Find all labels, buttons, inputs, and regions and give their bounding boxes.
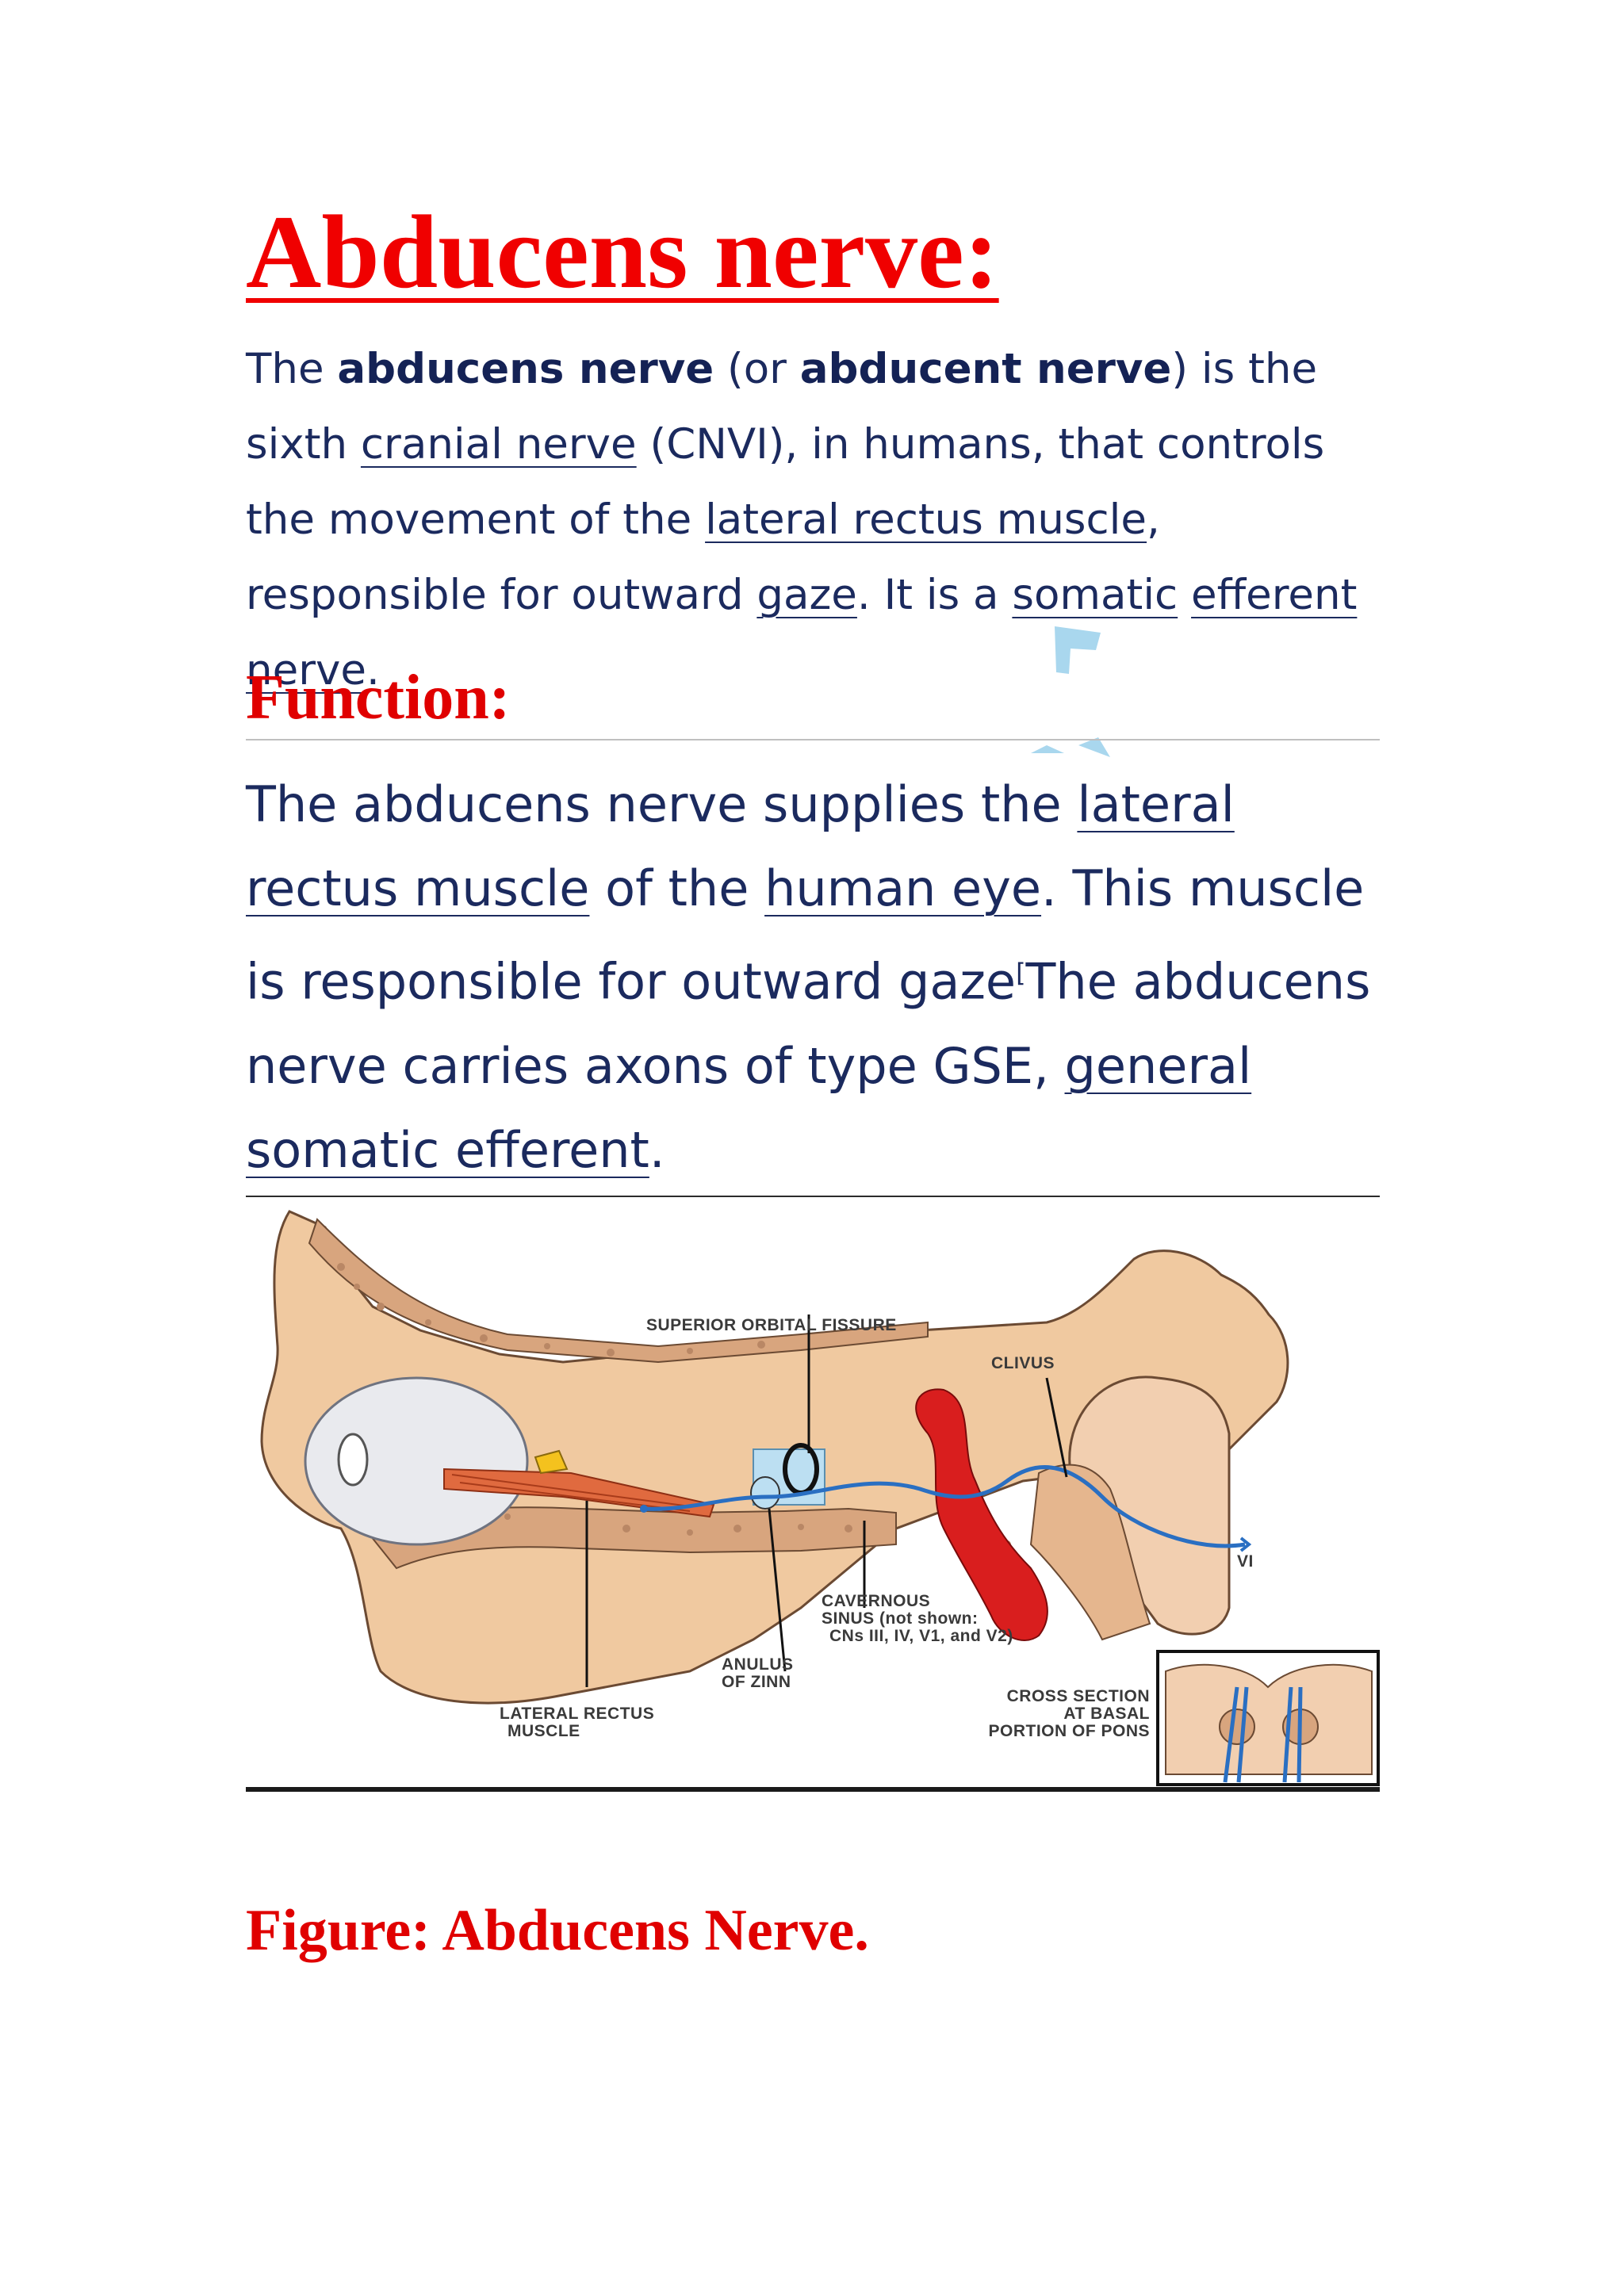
intro-text: The [246, 345, 338, 393]
label-of-zinn: OF ZINN [722, 1673, 791, 1691]
link-somatic[interactable]: somatic [1012, 571, 1178, 619]
anatomy-figure: SUPERIOR ORBITAL FISSURE CLIVUS VI CAVER… [246, 1196, 1380, 1792]
watermark-mark [1031, 626, 1110, 757]
intro-bold-term: abducens nerve [337, 345, 714, 393]
label-cross-section: CROSS SECTION [1007, 1687, 1150, 1705]
intro-text: ) is the sixth [246, 345, 1318, 469]
carotid-artery [915, 1388, 1048, 1641]
link-lateral-rectus-muscle[interactable]: lateral rectus muscle [705, 496, 1147, 544]
intro-text: . It is a [856, 571, 1013, 619]
cornea [337, 1433, 369, 1487]
label-vi: VI [1237, 1552, 1254, 1571]
label-clivus: CLIVUS [991, 1354, 1055, 1372]
label-muscle: MUSCLE [508, 1722, 580, 1740]
function-text: . [649, 1120, 665, 1179]
label-anulus: ANULUS [722, 1655, 794, 1674]
leader-lines [585, 1314, 1068, 1687]
clivus-bone [1029, 1464, 1151, 1641]
label-cavernous: CAVERNOUS [822, 1592, 930, 1610]
tendon [534, 1449, 569, 1475]
intro-text: (CNVI), in humans, that controls the mov… [246, 420, 1325, 544]
function-text: . This muscle is responsible for outward… [246, 859, 1365, 1011]
intro-text: . [366, 646, 380, 695]
label-lateral-rectus: LATERAL RECTUS [500, 1705, 654, 1723]
figure-bottom-border [246, 1787, 1380, 1792]
label-superior-orbital-fissure: SUPERIOR ORBITAL FISSURE [646, 1316, 897, 1334]
link-gaze[interactable]: gaze [756, 571, 857, 619]
heading-divider [246, 739, 1380, 740]
function-paragraph: The abducens nerve supplies the lateral … [246, 763, 1388, 1192]
link-general-somatic-efferent[interactable]: general somatic efferent [246, 1036, 1252, 1179]
function-text: of the [589, 859, 765, 917]
abducens-nerve [642, 1465, 1246, 1548]
figure-caption: Figure: Abducens Nerve. [246, 1898, 869, 1963]
inset-nerves [1223, 1686, 1303, 1783]
intro-text: , responsible for outward [246, 496, 1160, 619]
label-at-basal: AT BASAL [1063, 1705, 1150, 1723]
label-cavernous-sinus: SINUS (not shown: [822, 1609, 978, 1628]
function-text: The abducens nerve carries axons of type… [246, 952, 1371, 1095]
link-cranial-nerve[interactable]: cranial nerve [360, 420, 637, 469]
function-heading: Function: [246, 663, 511, 733]
link-lateral-rectus-muscle-2[interactable]: lateral rectus muscle [246, 775, 1235, 917]
link-human-eye[interactable]: human eye [764, 859, 1042, 917]
label-portion-of-pons: PORTION OF PONS [988, 1722, 1150, 1740]
intro-paragraph: The abducens nerve (or abducent nerve) i… [246, 331, 1388, 708]
citation-mark[interactable]: [ [1016, 958, 1026, 988]
link-efferent-nerve[interactable]: efferent nerve [246, 571, 1358, 695]
lateral-rectus-muscle-shape [443, 1468, 715, 1518]
label-cavernous-cns: CNs III, IV, V1, and V2) [829, 1627, 1013, 1645]
pons-cross-section [1165, 1663, 1373, 1775]
orbital-roof [308, 1218, 929, 1364]
eyeball [304, 1376, 529, 1546]
figure-top-border [246, 1196, 1380, 1197]
intro-bold-term: abducent nerve [799, 345, 1172, 393]
intro-text [1178, 571, 1191, 619]
abducens-nerve-illustration: SUPERIOR ORBITAL FISSURE CLIVUS VI CAVER… [246, 1196, 1380, 1792]
intro-text: (or [714, 345, 800, 393]
page-title: Abducens nerve: [246, 193, 999, 310]
function-text: The abducens nerve supplies the [246, 775, 1078, 833]
